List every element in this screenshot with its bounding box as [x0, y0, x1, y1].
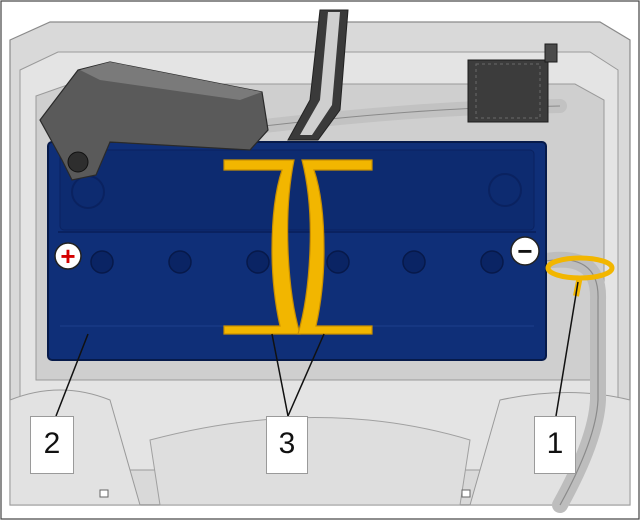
holding-strap-right: [297, 159, 373, 335]
plus-icon: [54, 242, 82, 270]
holding-strap-left: [223, 159, 301, 335]
minus-symbol: −: [517, 236, 532, 266]
minus-icon: [510, 236, 540, 266]
vent-cap-4: [326, 250, 350, 274]
tray-marker-left: [99, 489, 109, 498]
leader-line-2: [55, 333, 89, 417]
callout-negative-terminal: 1: [534, 416, 576, 474]
plus-symbol: +: [60, 241, 75, 271]
leader-line-3a: [271, 333, 289, 417]
leader-line-3b: [287, 333, 325, 417]
tray-floor-center: [149, 417, 471, 506]
positive-terminal-clamp: [67, 151, 89, 173]
callout-battery: 2: [30, 416, 74, 474]
negative-connector-cap: [544, 43, 558, 63]
vent-cap-6: [480, 250, 504, 274]
tray-marker-right: [461, 489, 471, 498]
positive-terminal-cover-top: [80, 62, 262, 100]
vent-cap-5: [402, 250, 426, 274]
battery-lid: [59, 149, 535, 231]
vent-cap-1: [90, 250, 114, 274]
top-cable-harness-edge: [229, 105, 561, 131]
battery-boss-right: [488, 173, 522, 207]
leader-line-1: [555, 281, 579, 417]
vent-cap-3: [246, 250, 270, 274]
negative-connector-ribs: [475, 63, 541, 119]
vertical-cable-highlight: [300, 12, 340, 135]
ground-cable-edge: [539, 259, 599, 506]
vent-cap-2: [168, 250, 192, 274]
negative-connector-block: [467, 59, 549, 123]
callout-holding-straps: 3: [266, 416, 308, 474]
